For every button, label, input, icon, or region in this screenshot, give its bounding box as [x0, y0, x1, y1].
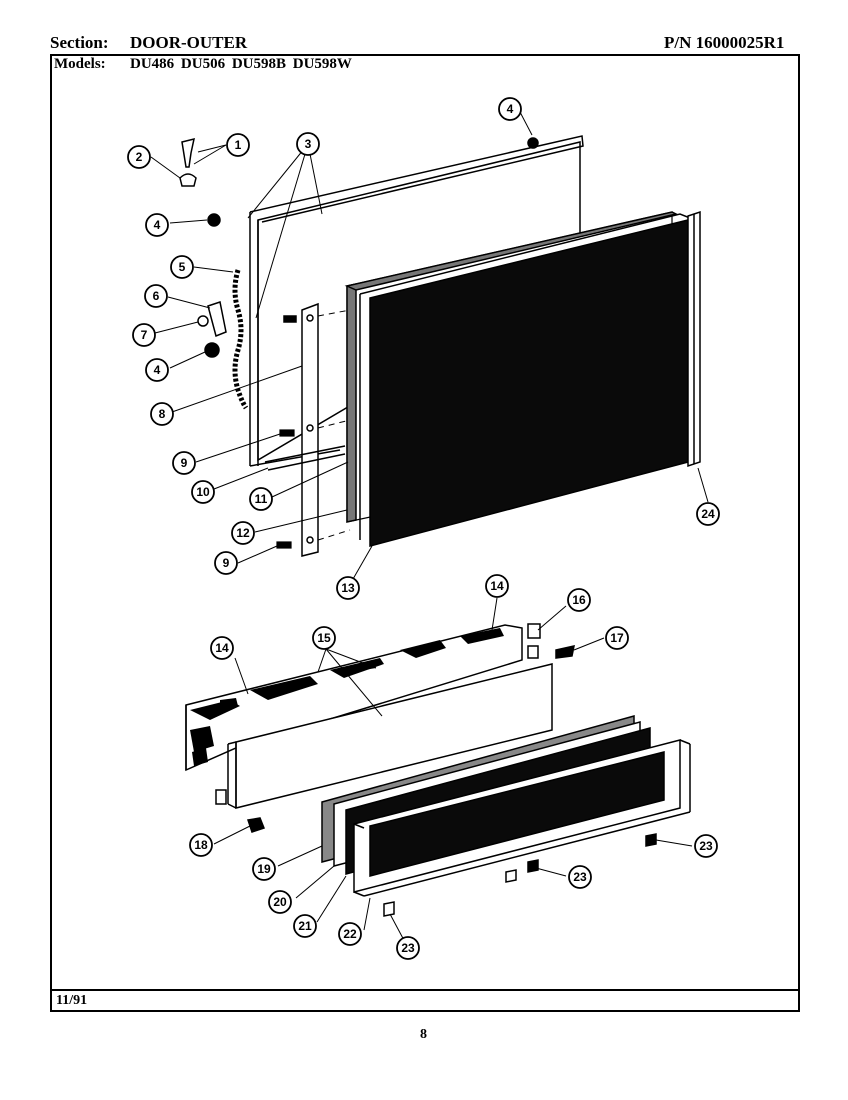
callout-11 — [249, 487, 273, 511]
callout-label-11: 11 — [255, 492, 268, 506]
kick-panel-insulation-texture — [190, 628, 504, 766]
callout-17 — [605, 626, 629, 650]
callout-4b — [498, 97, 522, 121]
callout-14b — [485, 574, 509, 598]
callout-label-4a: 4 — [154, 218, 161, 232]
callout-13 — [336, 576, 360, 600]
door-back-panel-top-flange — [249, 135, 584, 223]
callout-2 — [127, 145, 151, 169]
section-value: DOOR-OUTER — [130, 33, 248, 52]
callout-label-3: 3 — [305, 137, 312, 151]
callout-label-6: 6 — [153, 289, 160, 303]
callout-label-2: 2 — [136, 150, 143, 164]
diagram-frame — [50, 54, 800, 1012]
callout-label-23c: 23 — [699, 839, 713, 853]
callout-label-15: 15 — [317, 631, 331, 645]
models-label: Models: — [54, 56, 106, 72]
cap-2 — [179, 173, 197, 187]
screw-9-lower — [276, 541, 292, 549]
callout-label-16: 16 — [572, 593, 586, 607]
part-number: P/N 16000025R1 — [664, 33, 785, 52]
callout-6 — [144, 284, 168, 308]
screw-9-upper — [279, 429, 295, 437]
callout-15 — [312, 626, 336, 650]
callout-10 — [191, 480, 215, 504]
callout-24 — [696, 502, 720, 526]
callout-14a — [210, 636, 234, 660]
callout-20 — [268, 890, 292, 914]
callout-label-18: 18 — [194, 838, 208, 852]
callout-label-4b: 4 — [507, 102, 514, 116]
page-number: 8 — [420, 1027, 427, 1042]
callout-23a — [396, 936, 420, 960]
door-hinge-strip — [301, 302, 319, 557]
callout-label-8: 8 — [159, 407, 166, 421]
callout-label-17: 17 — [610, 631, 624, 645]
callout-4a — [145, 213, 169, 237]
callout-label-14b: 14 — [490, 579, 504, 593]
callout-21 — [293, 914, 317, 938]
callout-label-22: 22 — [343, 927, 357, 941]
callout-19 — [252, 857, 276, 881]
callout-9a — [172, 451, 196, 475]
callout-8 — [150, 402, 174, 426]
callout-4c — [145, 358, 169, 382]
callout-7 — [132, 323, 156, 347]
models-value: DU486 DU506 DU598B DU598W — [130, 56, 352, 72]
callout-12 — [231, 521, 255, 545]
callout-label-23b: 23 — [573, 870, 587, 884]
callout-label-9b: 9 — [223, 556, 230, 570]
footer-date: 11/91 — [56, 993, 88, 1008]
callout-1 — [226, 133, 250, 157]
callout-label-7: 7 — [141, 328, 148, 342]
callout-22 — [338, 922, 362, 946]
callout-label-1: 1 — [235, 138, 242, 152]
footer-rule — [50, 989, 800, 991]
callout-label-13: 13 — [341, 581, 355, 595]
door-gasket-left — [232, 269, 249, 410]
callout-label-19: 19 — [257, 862, 271, 876]
callout-9b — [214, 551, 238, 575]
callout-5 — [170, 255, 194, 279]
callout-label-12: 12 — [236, 526, 250, 540]
callout-label-10: 10 — [196, 485, 210, 499]
callout-label-14a: 14 — [215, 641, 229, 655]
callout-label-20: 20 — [273, 895, 287, 909]
callout-3 — [296, 132, 320, 156]
callout-23b — [568, 865, 592, 889]
callout-18 — [189, 833, 213, 857]
section-label: Section: — [50, 33, 109, 52]
screw-1 — [181, 137, 195, 168]
callout-23c — [694, 834, 718, 858]
callout-label-21: 21 — [298, 919, 312, 933]
callout-label-23a: 23 — [401, 941, 415, 955]
callout-16 — [567, 588, 591, 612]
callout-label-5: 5 — [179, 260, 186, 274]
callout-label-4c: 4 — [154, 363, 161, 377]
callout-label-9a: 9 — [181, 456, 188, 470]
callout-label-24: 24 — [701, 507, 715, 521]
